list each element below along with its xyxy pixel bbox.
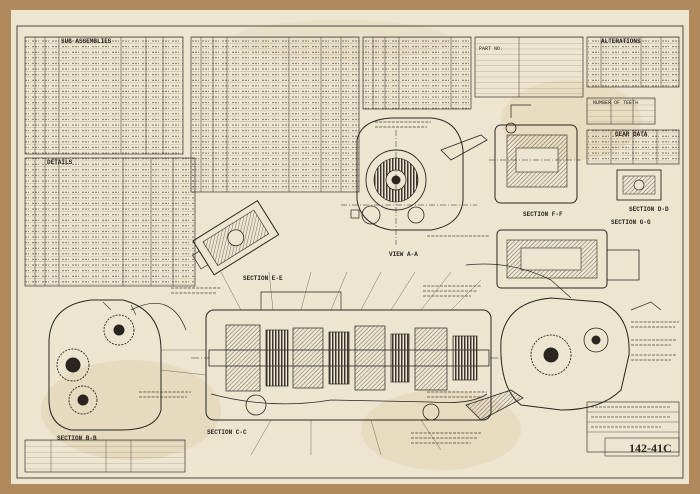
blueprint-sheet: SUB ASSEMBLIES DETAILS (11, 10, 689, 484)
details-title: DETAILS (47, 159, 73, 166)
label-section-d-d: SECTION D-D (629, 206, 669, 213)
label-section-b-b: SECTION B-B (57, 435, 97, 442)
svg-text:PART NO.: PART NO. (479, 46, 503, 52)
title-block: 142-41C (586, 401, 680, 457)
alterations-table: ALTERATIONS (586, 36, 680, 88)
inner-border (16, 25, 684, 479)
drawing-number: 142-41C (629, 441, 672, 455)
details-table: DETAILS (24, 157, 196, 287)
parts-table-right (362, 36, 472, 110)
revision-block (24, 439, 186, 473)
label-section-g-g: SECTION G-G (611, 219, 651, 226)
alterations-title: ALTERATIONS (601, 38, 641, 45)
label-section-e-e: SECTION E-E (243, 275, 283, 282)
section-e-e: SECTION E-E (192, 199, 283, 282)
section-c-c: SECTION C-C (191, 291, 501, 436)
section-g-g: SECTION G-G (496, 219, 651, 289)
label-section-f-f: SECTION F-F (523, 211, 563, 218)
view-a-a: VIEW A-A (341, 117, 488, 258)
label-section-c-c: SECTION C-C (207, 429, 247, 436)
number-of-teeth-table: NUMBER OF TEETH (586, 97, 656, 125)
section-d-d: SECTION D-D (616, 169, 669, 213)
sub-assemblies-table: SUB ASSEMBLIES (24, 36, 184, 155)
number-of-teeth-title: NUMBER OF TEETH (593, 100, 638, 106)
blueprint-drawing: SUB ASSEMBLIES DETAILS (16, 20, 684, 479)
notes-table: PART NO. (474, 36, 584, 98)
section-f-f: SECTION F-F (489, 104, 581, 218)
gear-data-table: GEAR DATA (586, 129, 680, 165)
gear-data-title: GEAR DATA (615, 131, 648, 138)
label-view-a-a: VIEW A-A (389, 251, 418, 258)
kickstart-mechanism (465, 263, 662, 421)
leader-lines (160, 271, 482, 456)
parts-table-center (190, 36, 360, 193)
sub-assemblies-title: SUB ASSEMBLIES (61, 38, 112, 45)
annotation-notes (139, 121, 679, 444)
